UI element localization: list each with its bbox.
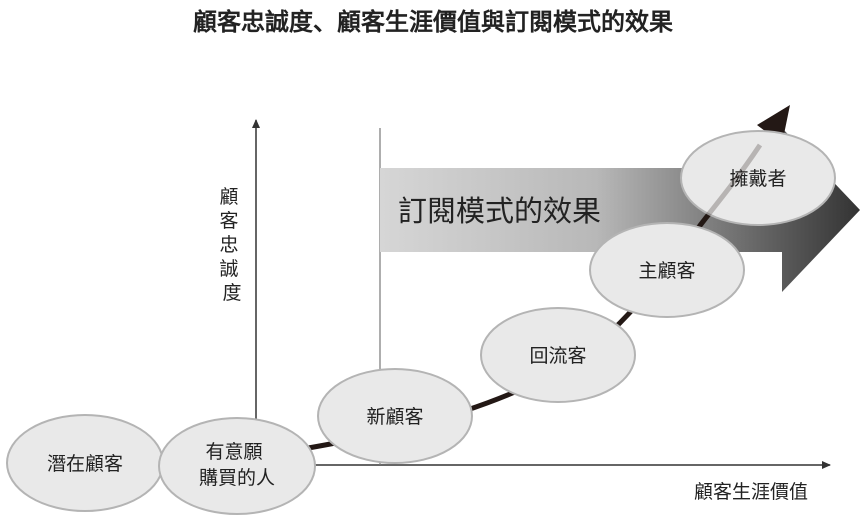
stage-prospect: 潛在顧客	[6, 414, 164, 512]
stage-returning-customer: 回流客	[480, 307, 636, 403]
stage-label: 有意願 購買的人	[199, 441, 275, 489]
stage-label: 新顧客	[366, 406, 423, 428]
stage-label: 回流客	[529, 345, 586, 367]
stage-new-customer: 新顧客	[317, 368, 473, 464]
diagram-title: 顧客忠誠度、顧客生涯價值與訂閱模式的效果	[193, 8, 673, 36]
stage-ellipse	[158, 417, 316, 515]
stage-ellipse	[680, 130, 836, 226]
y-axis-label: 顧 客 忠 誠 度	[219, 186, 244, 304]
stage-ellipse	[317, 368, 473, 464]
stage-interested-buyer: 有意願 購買的人	[158, 417, 316, 515]
x-axis-label: 顧客生涯價值	[694, 481, 808, 503]
growth-curve-overlay	[698, 143, 763, 227]
stage-label: 潛在顧客	[47, 453, 123, 475]
stage-ellipse	[480, 307, 636, 403]
subscription-effect-label: 訂閱模式的效果	[398, 194, 601, 228]
stage-ellipse	[589, 222, 745, 318]
stage-label: 擁戴者	[729, 168, 786, 190]
stage-label: 主顧客	[638, 260, 695, 282]
stage-advocate: 擁戴者	[680, 130, 836, 226]
stage-regular-customer: 主顧客	[589, 222, 745, 318]
